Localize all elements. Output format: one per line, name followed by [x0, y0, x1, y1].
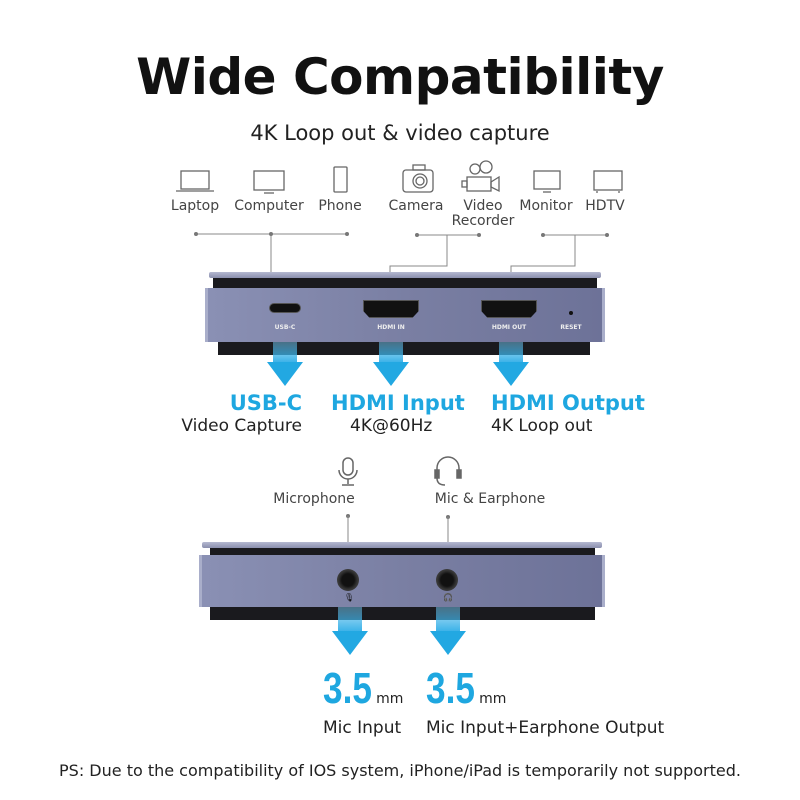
device-label: Video Recorder: [451, 198, 515, 229]
computer-icon: [253, 170, 285, 194]
port-label: RESET: [560, 324, 582, 331]
port-label: USB-C: [274, 324, 296, 331]
mic-symbol-icon: 🎙: [344, 593, 355, 602]
arrow-down-icon: [267, 362, 303, 386]
hdmi-out-port: [481, 300, 537, 318]
jack-desc: Mic Input+Earphone Output: [426, 718, 665, 738]
device-label: HDTV: [585, 198, 625, 214]
mic-jack: [337, 569, 359, 591]
subtitle: 4K Loop out & video capture: [250, 121, 550, 145]
video-recorder-icon: [461, 160, 500, 193]
page-title: Wide Compatibility: [136, 48, 664, 106]
arrow-down-icon: [493, 362, 529, 386]
microphone-icon: [338, 457, 358, 486]
port-label: HDMI OUT: [491, 324, 527, 331]
feature-desc: 4K Loop out: [491, 416, 593, 436]
headset-icon: [434, 456, 462, 486]
device-label: Camera: [388, 198, 444, 214]
arrow-beam: [273, 342, 297, 362]
size-value: 3.5: [323, 664, 372, 713]
hdmi-in-port: [363, 300, 419, 318]
feature-desc: Video Capture: [181, 416, 302, 436]
size-unit: mm: [479, 691, 507, 707]
arrow-down-icon: [332, 631, 368, 655]
feature-title: HDMI Output: [491, 391, 645, 415]
arrow-beam: [379, 342, 403, 362]
device-label: Phone: [318, 198, 362, 214]
headphone-symbol-icon: 🎧: [443, 593, 453, 602]
phone-icon: [333, 166, 348, 193]
arrow-beam: [436, 607, 460, 631]
device-label: Computer: [234, 198, 304, 214]
laptop-icon: [176, 170, 214, 192]
size-unit: mm: [376, 691, 404, 707]
audio-device-label: Microphone: [273, 491, 355, 507]
feature-title: USB-C: [229, 391, 302, 415]
arrow-down-icon: [373, 362, 409, 386]
jack-desc: Mic Input: [323, 718, 402, 738]
headphone-jack: [436, 569, 458, 591]
arrow-beam: [338, 607, 362, 631]
reset-button: [569, 311, 573, 315]
arrow-beam: [499, 342, 523, 362]
feature-title: HDMI Input: [331, 391, 465, 415]
device-label: Laptop: [170, 198, 220, 214]
feature-desc: 4K@60Hz: [350, 416, 433, 436]
arrow-down-icon: [430, 631, 466, 655]
tv-icon: [593, 170, 623, 193]
footnote: PS: Due to the compatibility of IOS syst…: [59, 761, 741, 780]
usb-c-port: [269, 303, 301, 313]
size-value: 3.5: [426, 664, 475, 713]
audio-icons: [338, 456, 462, 486]
device-icons: [176, 160, 623, 194]
audio-device-label: Mic & Earphone: [434, 491, 546, 507]
device-label: Monitor: [519, 198, 573, 214]
monitor-icon: [533, 170, 561, 193]
camera-icon: [402, 164, 434, 193]
port-label: HDMI IN: [377, 324, 405, 331]
